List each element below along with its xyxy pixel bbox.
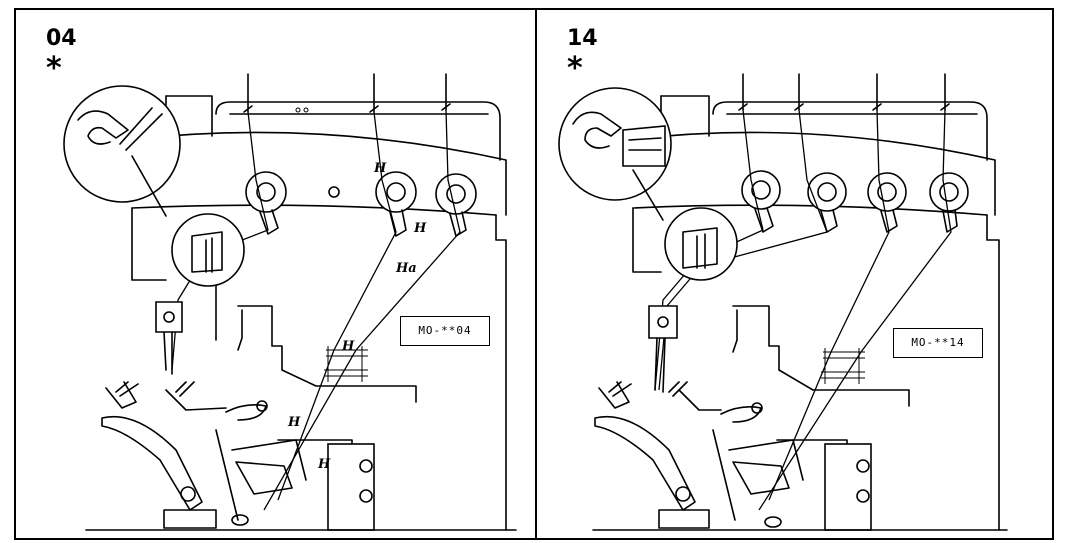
annotation-label: H xyxy=(287,415,301,430)
asterisk-marker: * xyxy=(46,51,62,86)
looper-area xyxy=(592,305,1008,531)
annotation-label: Ha xyxy=(395,261,417,276)
model-label: MO-**04 xyxy=(400,316,490,346)
threading-diagram-14 xyxy=(558,73,1008,531)
panel-number: 04 xyxy=(46,26,77,51)
magnifier-callout-icon xyxy=(63,85,245,287)
threading-diagram-04: H H Ha H H H xyxy=(63,73,517,531)
thread-stand-guides xyxy=(738,73,950,111)
tension-dial-icon xyxy=(929,172,969,233)
looper-area xyxy=(85,305,517,531)
looper-icon xyxy=(608,381,688,397)
magnifier-callout-icon xyxy=(558,87,738,281)
panel-number: 14 xyxy=(567,26,598,51)
thread-paths xyxy=(654,109,952,511)
thread-stand-guides xyxy=(243,73,451,113)
annotation-label: H xyxy=(413,221,427,236)
needle-clamp-icon xyxy=(155,301,183,375)
tension-dials xyxy=(245,171,477,237)
tension-dials xyxy=(741,170,969,233)
annotation-label: H xyxy=(373,161,387,176)
annotation-label: H xyxy=(341,339,355,354)
thread-guide-icon xyxy=(324,346,368,382)
diagram-panel-14: 14 * MO-**14 xyxy=(535,8,1054,540)
tension-dial-icon xyxy=(807,172,847,233)
thread-annotations: H H Ha H H H xyxy=(287,161,427,472)
model-label: MO-**14 xyxy=(893,328,983,358)
tension-dial-icon xyxy=(867,172,907,233)
tension-dial-icon xyxy=(435,173,477,237)
thread-guide-icon xyxy=(821,348,865,384)
tension-dial-icon xyxy=(245,171,287,235)
looper-icon xyxy=(115,381,195,397)
asterisk-marker: * xyxy=(567,51,583,86)
needle-clamp-icon xyxy=(648,305,678,393)
annotation-label: H xyxy=(317,457,331,472)
tension-dial-icon xyxy=(375,171,417,237)
diagram-panel-04: H H Ha H H H 04 * MO-**04 xyxy=(14,8,537,540)
